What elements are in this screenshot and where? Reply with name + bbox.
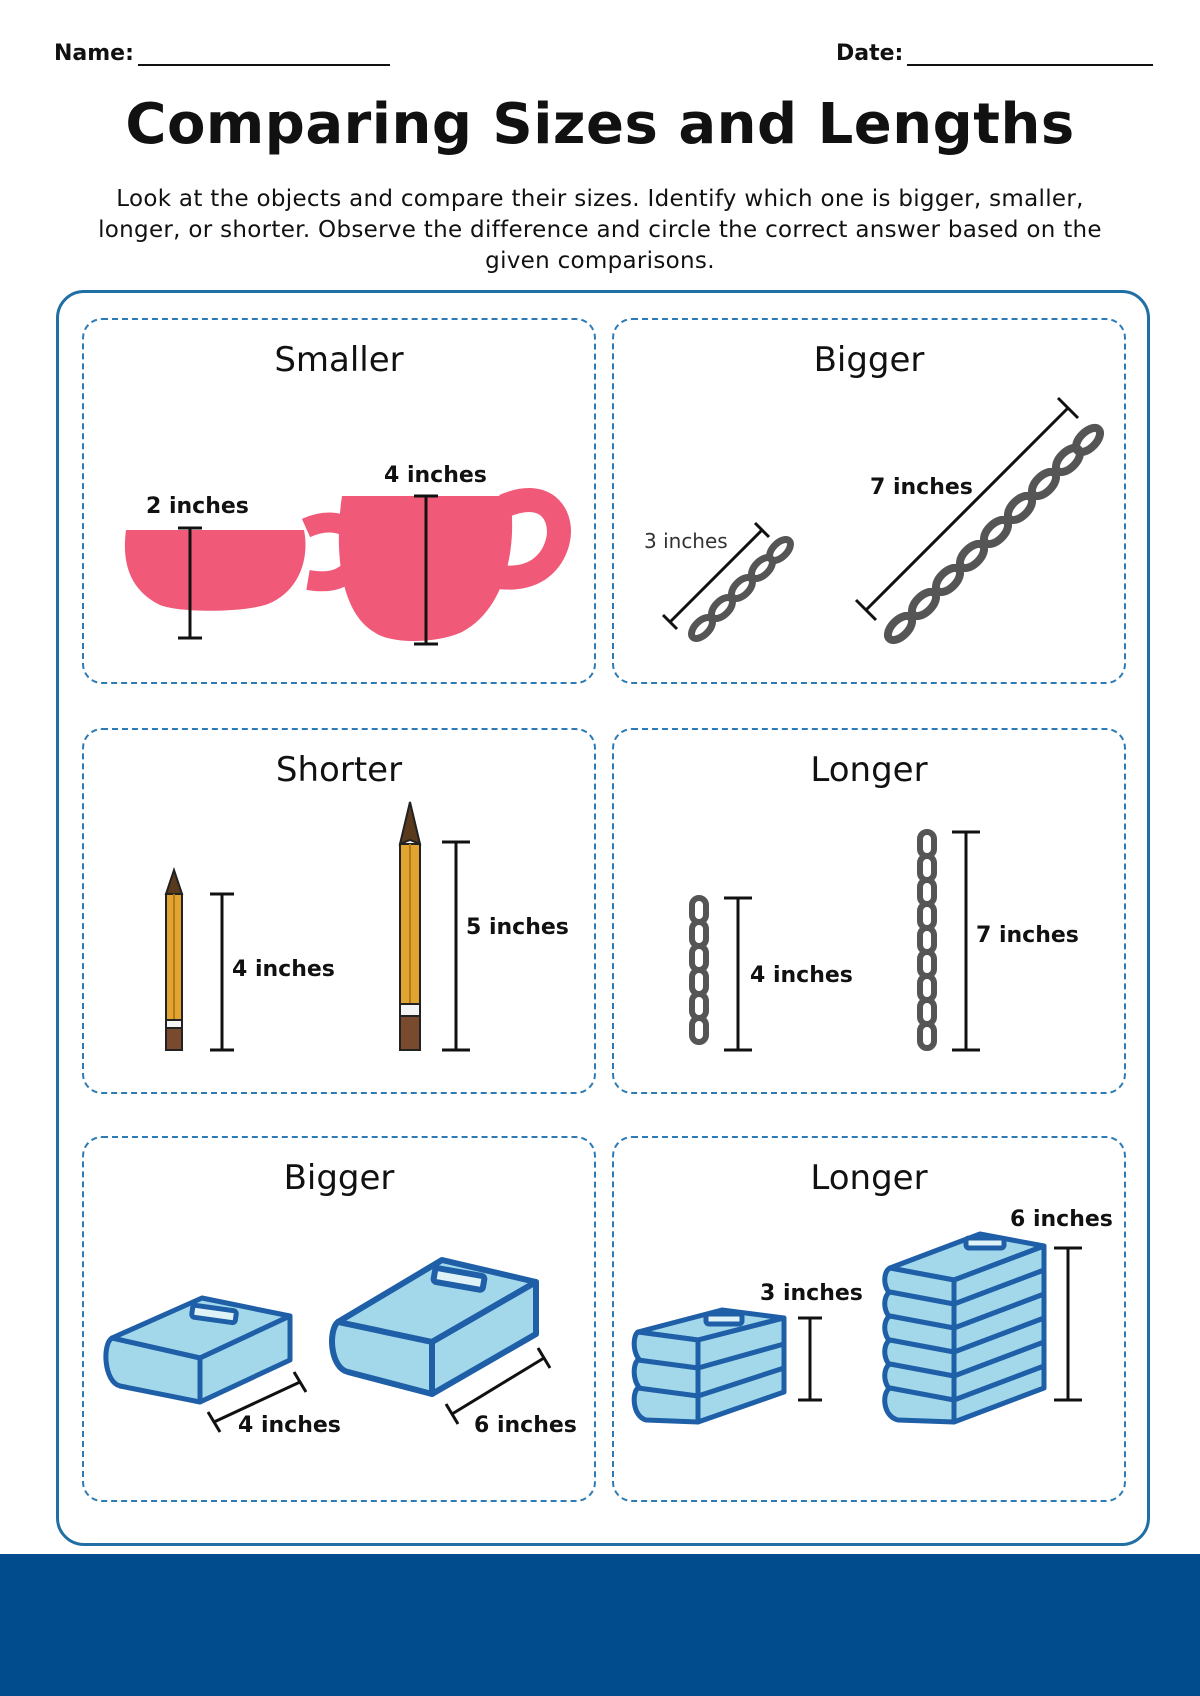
- page-title: Comparing Sizes and Lengths: [125, 92, 1075, 157]
- pencil-icon[interactable]: [164, 866, 184, 1051]
- book-stack-icon[interactable]: [882, 1231, 1047, 1425]
- measure-label: 7 inches: [870, 475, 973, 500]
- measure-label: 3 inches: [644, 529, 728, 553]
- worksheet-frame: [56, 290, 1150, 1546]
- cup-icon[interactable]: [338, 488, 571, 641]
- card-title: Smaller: [274, 340, 404, 380]
- measure-label: 4 inches: [232, 957, 335, 982]
- comparison-card-5: Bigger 4 inches 6 inches: [82, 1136, 596, 1502]
- book-icon[interactable]: [329, 1257, 539, 1397]
- card-title: Shorter: [275, 750, 403, 790]
- measure-label: 5 inches: [466, 915, 569, 940]
- card-title: Bigger: [813, 340, 925, 380]
- cup-icon[interactable]: [124, 512, 370, 611]
- card-title: Longer: [810, 750, 928, 790]
- chain-icon[interactable]: [883, 423, 1105, 645]
- measure-label: 4 inches: [238, 1413, 341, 1438]
- card-title: Bigger: [283, 1158, 395, 1198]
- book-stacks-illustration: 3 inches 6 inches: [631, 1207, 1113, 1425]
- name-blank-line[interactable]: [137, 40, 390, 66]
- chain-icon[interactable]: [688, 536, 794, 642]
- comparison-card-6: Longer 3 inches: [612, 1136, 1126, 1502]
- instructions-text: Look at the objects and compare their si…: [98, 186, 1102, 274]
- footer-band: [0, 1554, 1200, 1696]
- measure-label: 6 inches: [474, 1413, 577, 1438]
- date-blank-line[interactable]: [907, 40, 1154, 66]
- measure-label: 4 inches: [750, 963, 853, 988]
- comparison-card-4: Longer 4 inches 7 inches: [612, 728, 1126, 1094]
- pencils-illustration: 4 inches 5 inches: [164, 801, 569, 1052]
- book-icon[interactable]: [103, 1295, 293, 1405]
- measure-label: 6 inches: [1010, 1207, 1113, 1232]
- comparison-card-1: Smaller 2 inches 4 inches: [82, 318, 596, 684]
- measure-label: 3 inches: [760, 1281, 863, 1306]
- measure-label: 2 inches: [146, 494, 249, 519]
- measure-label: 4 inches: [384, 463, 487, 488]
- date-label: Date:: [836, 41, 904, 66]
- cups-illustration: 2 inches 4 inches: [124, 463, 571, 646]
- comparison-card-2: Bigger 3 inches 7 inches: [612, 318, 1126, 684]
- name-field[interactable]: Name:: [54, 40, 390, 66]
- vertical-chains-illustration: 4 inches 7 inches: [689, 829, 1079, 1052]
- book-stack-icon[interactable]: [631, 1307, 787, 1425]
- card-title: Longer: [810, 1158, 928, 1198]
- pencil-icon[interactable]: [398, 801, 422, 1051]
- chain-icon[interactable]: [689, 895, 709, 1045]
- chains-illustration: 3 inches 7 inches: [644, 396, 1105, 645]
- name-label: Name:: [54, 41, 134, 66]
- date-field[interactable]: Date:: [836, 40, 1154, 66]
- comparison-card-3: Shorter 4 inches 5 inches: [82, 728, 596, 1094]
- chain-icon[interactable]: [917, 829, 937, 1051]
- measure-label: 7 inches: [976, 923, 1079, 948]
- books-illustration: 4 inches 6 inches: [103, 1257, 577, 1438]
